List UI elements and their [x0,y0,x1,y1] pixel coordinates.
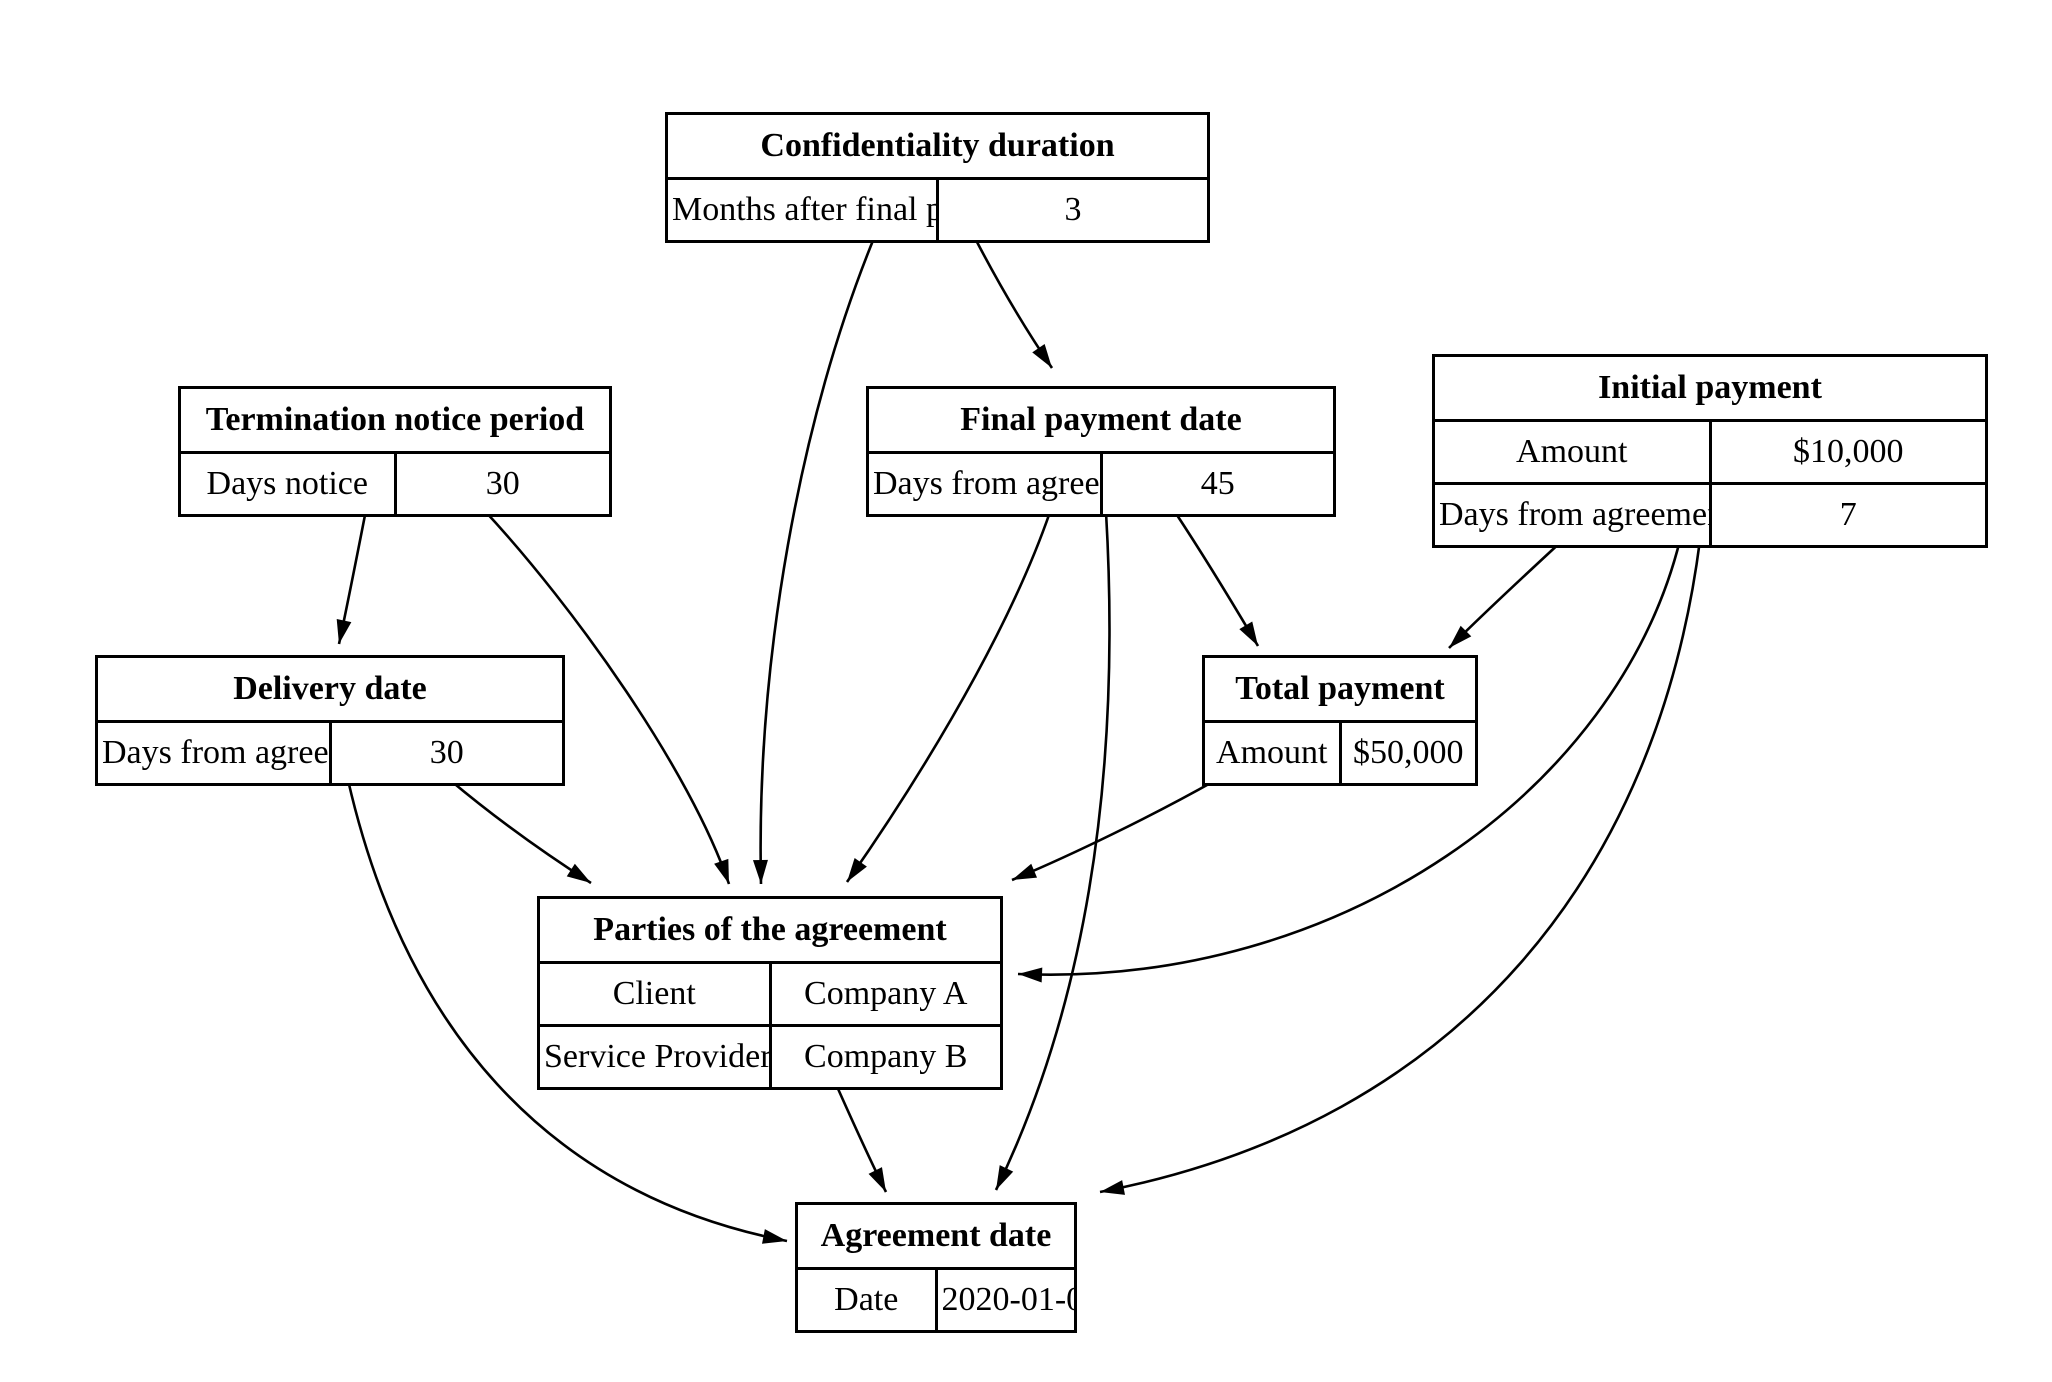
node-title-row: Agreement date [795,1202,1077,1270]
node-title: Total payment [1202,655,1478,723]
node-field-row: Days from agreement date7 [1432,482,1988,548]
field-value: 2020-01-01 [934,1267,1077,1333]
node-title-row: Final payment date [866,386,1336,454]
field-label: Months after final payment date [665,177,939,243]
node-title-row: Total payment [1202,655,1478,723]
edge-initial-payment-to-parties-of-the-agreement [1017,539,1682,983]
node-field-row: Amount$10,000 [1432,419,1988,485]
node-title: Termination notice period [178,386,612,454]
node-title: Delivery date [95,655,565,723]
node-title-row: Initial payment [1432,354,1988,422]
node-field-row: Days from agreement date30 [95,720,565,786]
node-title: Agreement date [795,1202,1077,1270]
edge-delivery-date-to-parties-of-the-agreement [449,779,592,885]
field-value: Company A [768,961,1003,1027]
field-value: $10,000 [1708,419,1988,485]
field-value: 30 [393,451,612,517]
edge-final-payment-date-to-agreement-date [994,511,1111,1191]
edge-initial-payment-to-agreement-date [1099,539,1702,1195]
field-label: Days from agreement date [95,720,332,786]
edge-termination-notice-period-to-delivery-date [336,509,368,645]
node-title: Final payment date [866,386,1336,454]
field-value: 7 [1708,482,1988,548]
edge-confidentiality-duration-to-parties-of-the-agreement [752,237,876,885]
node-title-row: Confidentiality duration [665,112,1210,180]
node-field-row: Amount$50,000 [1202,720,1478,786]
field-label: Date [795,1267,938,1333]
edge-delivery-date-to-agreement-date [346,779,788,1244]
field-value: 3 [936,177,1210,243]
field-label: Days notice [178,451,397,517]
edge-termination-notice-period-to-parties-of-the-agreement [483,509,731,885]
edge-final-payment-date-to-total-payment [1173,511,1260,647]
node-title: Parties of the agreement [537,896,1003,964]
field-label: Days from agreement date [1432,482,1712,548]
node-title: Initial payment [1432,354,1988,422]
field-value: Company B [768,1024,1003,1090]
edge-confidentiality-duration-to-final-payment-date [975,241,1054,369]
field-label: Amount [1432,419,1712,485]
field-value: 45 [1099,451,1336,517]
field-label: Client [537,961,772,1027]
field-value: 30 [328,720,565,786]
edge-total-payment-to-parties-of-the-agreement [1011,778,1217,882]
field-label: Service Provider [537,1024,772,1090]
field-value: $50,000 [1338,720,1478,786]
field-label: Amount [1202,720,1342,786]
node-field-row: Days from agreement date45 [866,451,1336,517]
edge-parties-of-the-agreement-to-agreement-date [833,1081,888,1193]
field-label: Days from agreement date [866,451,1103,517]
edge-final-payment-date-to-parties-of-the-agreement [845,511,1052,883]
node-title-row: Delivery date [95,655,565,723]
node-title-row: Termination notice period [178,386,612,454]
node-title: Confidentiality duration [665,112,1210,180]
node-field-row: Months after final payment date3 [665,177,1210,243]
edge-initial-payment-to-total-payment [1448,539,1564,649]
node-title-row: Parties of the agreement [537,896,1003,964]
